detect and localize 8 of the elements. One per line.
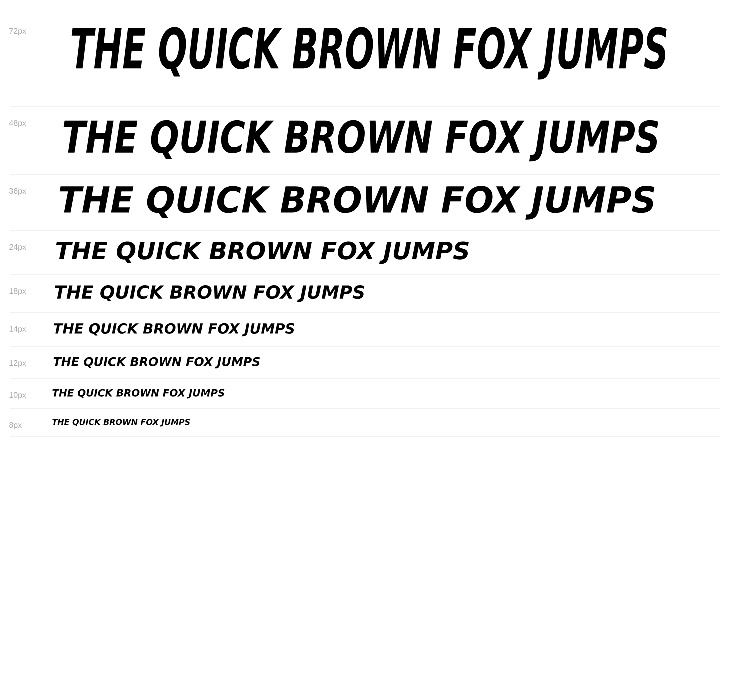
sample-text: THE QUICK BROWN FOX JUMPS: [54, 357, 260, 369]
sample-text: THE QUICK BROWN FOX JUMPS: [55, 286, 364, 302]
sample-text: THE QUICK BROWN FOX JUMPS: [64, 120, 658, 162]
sample-text: THE QUICK BROWN FOX JUMPS: [54, 323, 295, 337]
sample-text: THE QUICK BROWN FOX JUMPS: [56, 242, 469, 264]
sample-text: THE QUICK BROWN FOX JUMPS: [60, 186, 655, 220]
sample-text: THE QUICK BROWN FOX JUMPS: [52, 389, 225, 399]
sample-text: THE QUICK BROWN FOX JUMPS: [72, 27, 667, 80]
